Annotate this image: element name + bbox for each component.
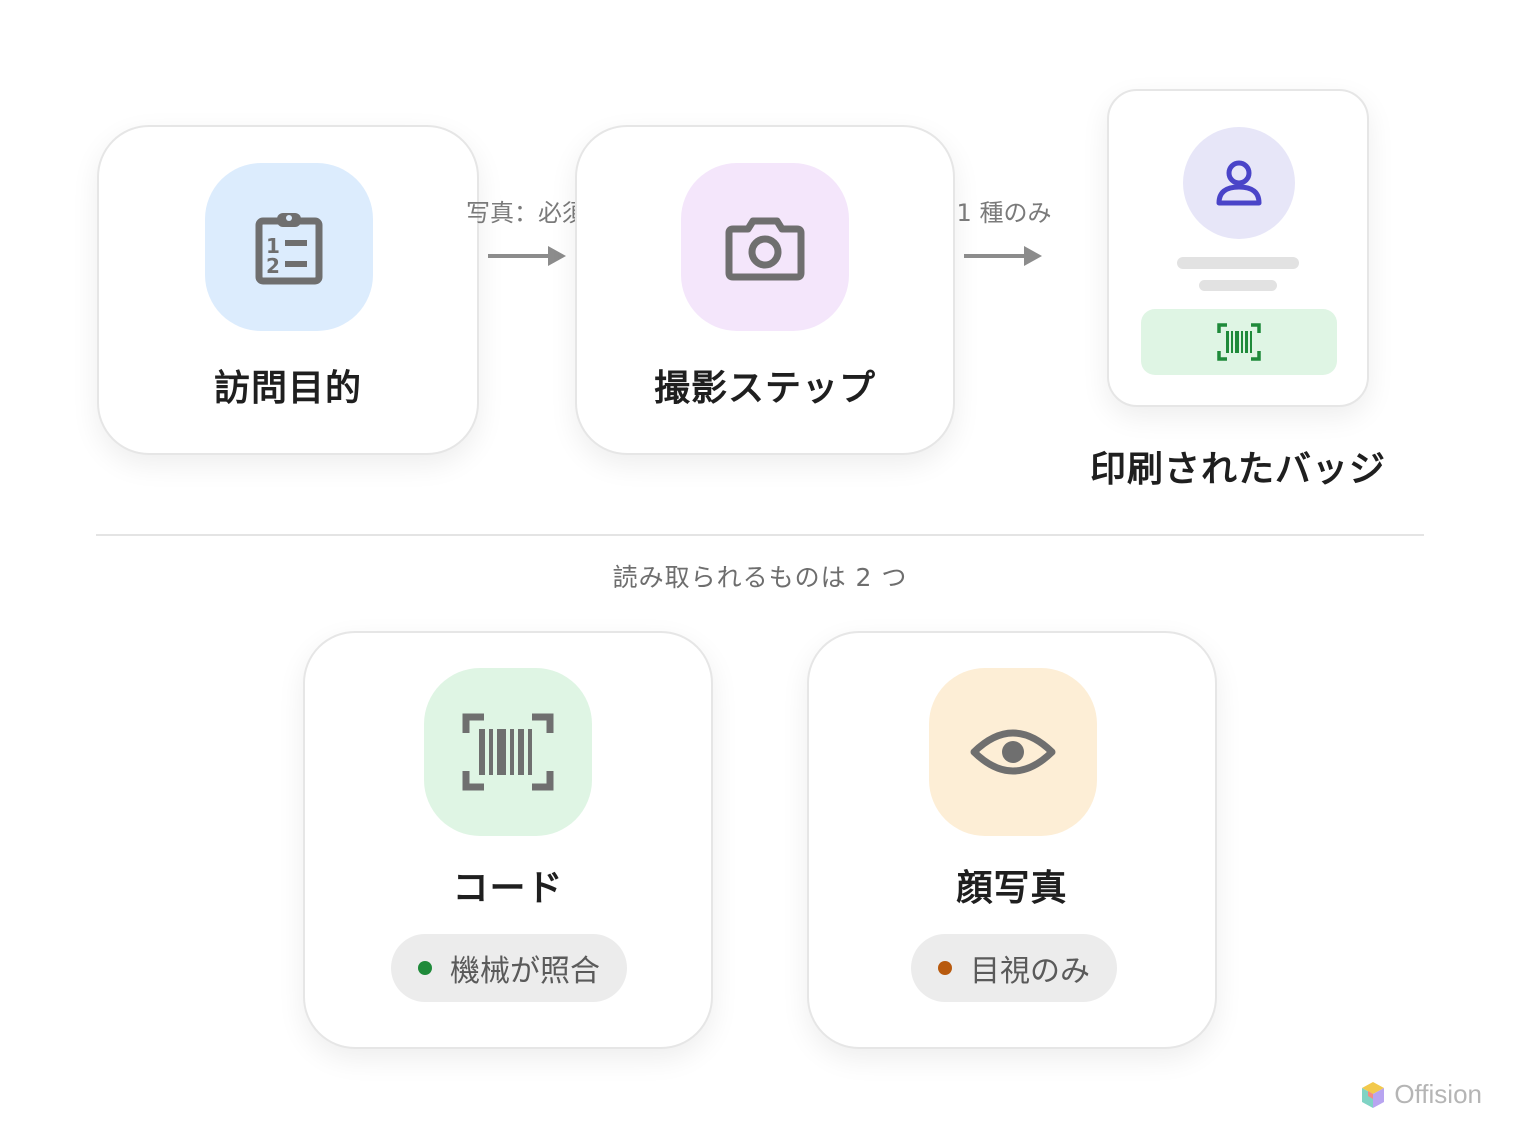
offision-logo-icon — [1362, 1081, 1385, 1108]
status-badge: 機械が照合 — [391, 934, 627, 1002]
step-card-visit-purpose: 1 2 訪問目的 — [97, 125, 479, 455]
placeholder-line — [1199, 280, 1277, 291]
badge-code-area — [1141, 309, 1337, 375]
person-icon — [1216, 160, 1262, 206]
svg-text:1: 1 — [266, 234, 280, 258]
step-card-photo-step: 撮影ステップ — [575, 125, 955, 455]
read-card-code: コード 機械が照合 — [303, 631, 713, 1049]
read-label: 顔写真 — [956, 868, 1068, 909]
icon-tile: 1 2 — [205, 163, 373, 331]
placeholder-line — [1177, 257, 1299, 269]
icon-tile — [424, 668, 592, 836]
icon-tile — [681, 163, 849, 331]
status-badge: 目視のみ — [911, 934, 1117, 1002]
section-divider — [96, 534, 1424, 536]
barcode-scan-icon — [462, 713, 554, 791]
status-dot — [938, 961, 952, 975]
status-dot — [418, 961, 432, 975]
read-card-face-photo: 顔写真 目視のみ — [807, 631, 1217, 1049]
printed-badge-card — [1107, 89, 1369, 407]
section-label: 読み取られるものは 2 つ — [612, 563, 908, 592]
status-text: 目視のみ — [970, 954, 1090, 989]
arrow-right-icon — [964, 246, 1042, 266]
svg-text:2: 2 — [266, 254, 280, 278]
eye-icon — [970, 729, 1056, 775]
badge-label: 印刷されたバッジ — [1089, 449, 1386, 490]
step-label: 撮影ステップ — [653, 368, 876, 409]
arrow-label-photo-required: 写真：必須 — [466, 199, 586, 227]
barcode-scan-icon — [1217, 323, 1261, 361]
status-text: 機械が照合 — [450, 954, 600, 989]
avatar — [1183, 127, 1295, 239]
arrow-label-one-type-only: 1 種のみ — [956, 199, 1052, 227]
icon-tile — [929, 668, 1097, 836]
arrow-right-icon — [488, 246, 566, 266]
read-label: コード — [452, 868, 564, 909]
clipboard-list-icon: 1 2 — [255, 213, 323, 285]
step-label: 訪問目的 — [213, 368, 362, 409]
camera-icon — [725, 217, 805, 281]
brand-name: Offision — [1394, 1079, 1482, 1109]
brand-watermark: Offision — [1360, 1079, 1482, 1110]
